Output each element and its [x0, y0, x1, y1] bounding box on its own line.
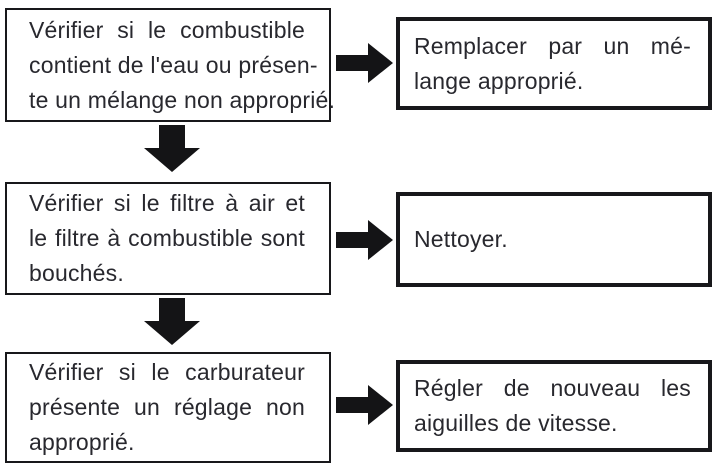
down-arrow-icon — [144, 125, 200, 172]
action-box-replace-mixture: Remplacer par un mé-lange approprié. — [396, 17, 712, 110]
down-arrow-icon — [144, 298, 200, 345]
action-box-clean: Nettoyer. — [396, 192, 712, 287]
action-box-clean-text: Nettoyer. — [414, 226, 508, 252]
right-arrow-icon — [336, 220, 393, 260]
right-arrow-icon — [336, 385, 393, 425]
action-box-replace-mixture-text: Remplacer par un mé-lange approprié. — [414, 32, 691, 94]
right-arrow-icon — [336, 43, 393, 83]
